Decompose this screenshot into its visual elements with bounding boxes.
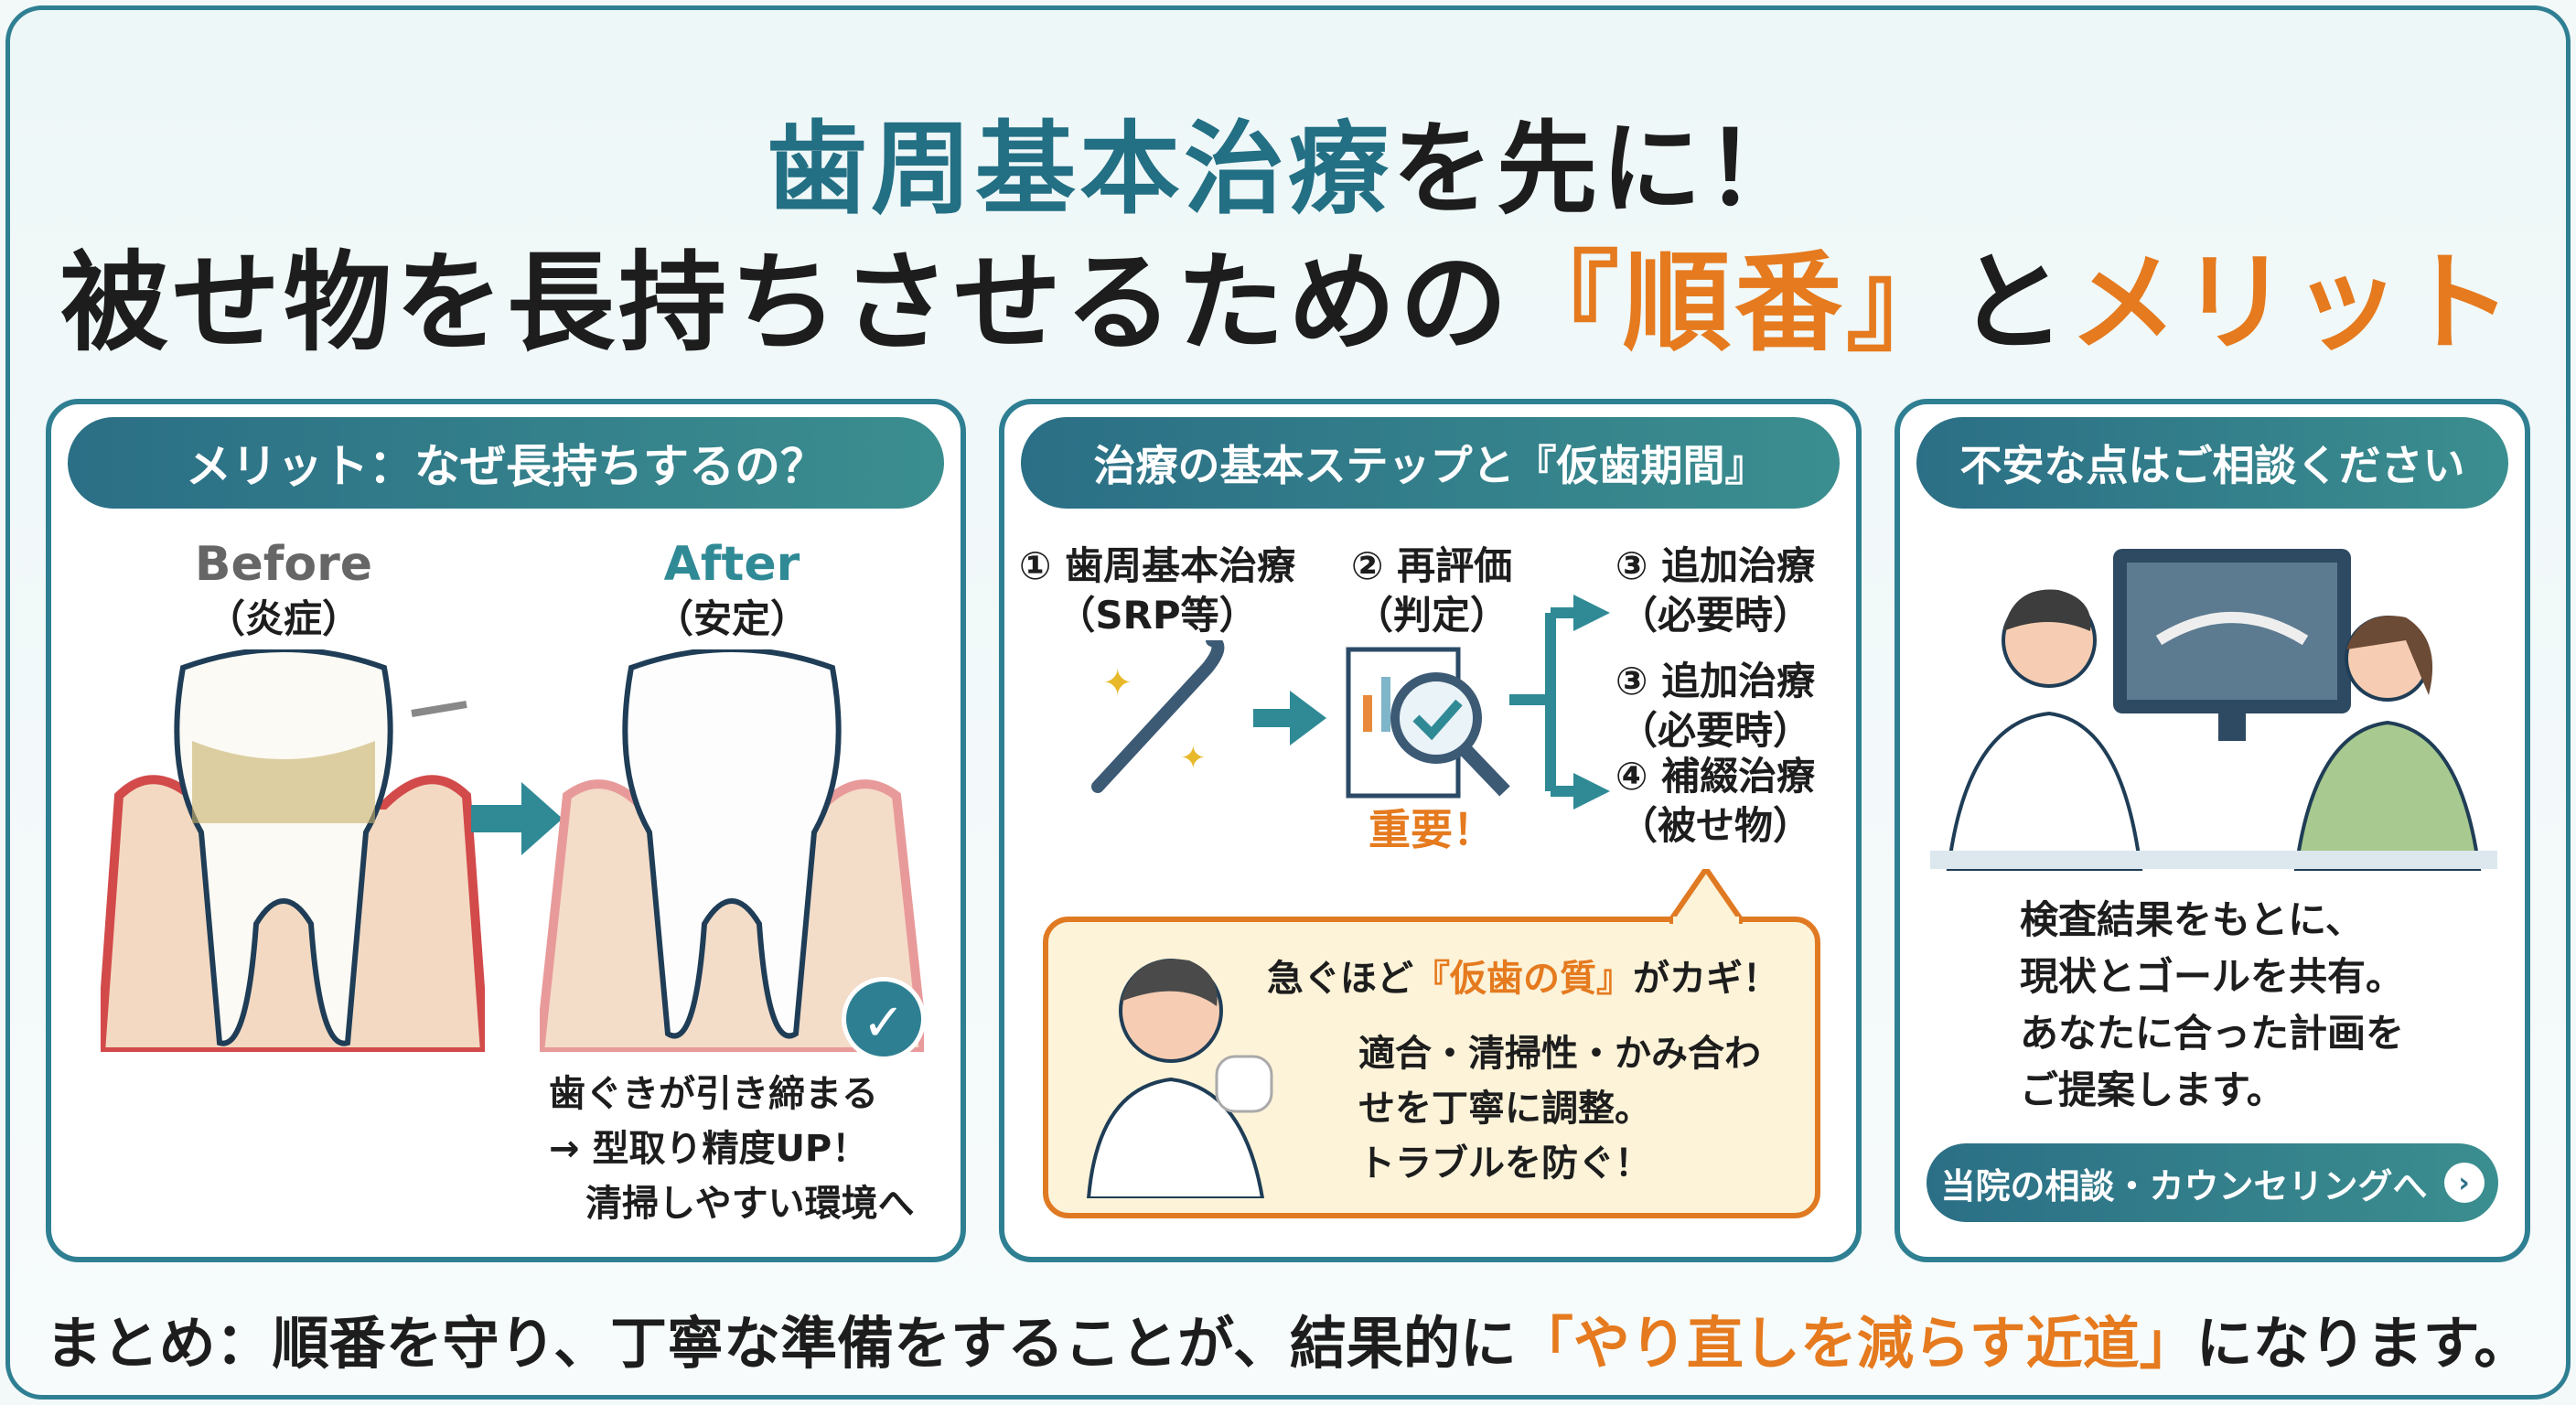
title-part: と — [1958, 240, 2070, 366]
callout-title-part: がカギ！ — [1633, 958, 1779, 1000]
step-title: ③ 追加治療 — [1615, 659, 1816, 703]
step-title: ③ 追加治療 — [1615, 543, 1816, 588]
branch-arrows — [1509, 595, 1610, 810]
summary-part: まとめ：順番を守り、丁寧な準備をすることが、結果的に — [45, 1310, 1517, 1377]
dental-scaler-icon: ✦✦ — [1091, 640, 1225, 793]
consultation-line: 現状とゴールを共有。 — [2020, 954, 2405, 999]
callout-title-highlight: 『仮歯の質』 — [1413, 958, 1633, 1000]
callout-title-part: 急ぐほど — [1267, 958, 1413, 1000]
healthy-tooth-illustration — [540, 649, 924, 1052]
step-4: ④ 補綴治療（被せ物） — [1610, 752, 1820, 851]
evaluation-magnifier-icon — [1346, 647, 1510, 799]
panel-merits: メリット：なぜ長持ちするの？ — [46, 399, 966, 1262]
step-title: ④ 補綴治療 — [1615, 754, 1816, 799]
counseling-button[interactable]: 当院の相談・カウンセリングへ › — [1927, 1143, 2498, 1222]
arrow-right-icon — [1253, 691, 1326, 745]
step-2: ② 再評価 （判定） — [1317, 542, 1546, 640]
summary-highlight: 「やり直しを減らす近道」 — [1516, 1310, 2196, 1377]
step-sub: （判定） — [1354, 593, 1508, 638]
callout-line: トラブルを防ぐ！ — [1358, 1142, 1651, 1185]
inflamed-tooth-illustration — [101, 649, 485, 1052]
callout-line: せを丁寧に調整。 — [1358, 1088, 1651, 1130]
merit-line: 歯ぐきが引き締まる — [549, 1073, 878, 1115]
step-title: ① 歯周基本治療 — [1018, 543, 1296, 588]
step-sub: （被せ物） — [1618, 803, 1811, 848]
panel-header: 治療の基本ステップと『仮歯期間』 — [1021, 417, 1840, 509]
title-part: 被せ物を長持ちさせるための — [59, 240, 1511, 366]
step-sub: （必要時） — [1618, 593, 1811, 638]
step-sub: （SRP等） — [1057, 593, 1258, 638]
before-sub: （炎症） — [206, 596, 360, 641]
consultation-line: あなたに合った計画を — [2020, 1011, 2405, 1056]
after-sub: （安定） — [654, 596, 809, 641]
consultation-line: 検査結果をもとに、 — [2020, 897, 2364, 942]
step-3: ③ 追加治療 （必要時） — [1610, 542, 1820, 640]
chevron-right-icon: › — [2443, 1163, 2485, 1203]
merit-line: 清掃しやすい環境へ — [585, 1183, 915, 1225]
step-1: ① 歯周基本治療 （SRP等） — [1015, 542, 1299, 640]
merit-text: 歯ぐきが引き締まる → 型取り精度UP！ 清掃しやすい環境へ — [549, 1067, 915, 1231]
title-merit: メリット — [2069, 240, 2517, 366]
callout-pointer — [1669, 869, 1743, 924]
svg-text:✦: ✦ — [1180, 740, 1207, 777]
svg-text:✦: ✦ — [1102, 662, 1133, 704]
merit-line: → 型取り精度UP！ — [549, 1128, 869, 1170]
check-icon: ✓ — [842, 977, 926, 1061]
callout-body: 適合・清掃性・かみ合わ せを丁寧に調整。 トラブルを防ぐ！ — [1358, 1026, 1761, 1191]
panel-header: 不安な点はご相談ください — [1916, 417, 2508, 509]
after-label: After — [663, 537, 800, 592]
consultation-line: ご提案します。 — [2020, 1067, 2285, 1112]
counseling-button-label: 当院の相談・カウンセリングへ — [1940, 1165, 2428, 1207]
summary-part: になります。 — [2195, 1310, 2531, 1377]
dentist-holding-crown-illustration — [1086, 959, 1273, 1198]
title-line-2: 被せ物を長持ちさせるための『順番』とメリット — [0, 215, 2576, 371]
summary: まとめ：順番を守り、丁寧な準備をすることが、結果的に「やり直しを減らす近道」にな… — [0, 1297, 2576, 1379]
callout-title: 急ぐほど『仮歯の質』がカギ！ — [1267, 951, 1779, 1006]
title-line-1: 歯周基本治療を先に！ — [0, 87, 2576, 233]
consultation-illustration — [1930, 549, 2497, 871]
title-highlight: 歯周基本治療 — [767, 111, 1392, 228]
consultation-text: 検査結果をもとに、 現状とゴールを共有。 あなたに合った計画を ご提案します。 — [2020, 892, 2404, 1119]
step-3-alt: ③ 追加治療 （必要時） — [1610, 657, 1820, 756]
step-sub: （必要時） — [1618, 708, 1811, 753]
important-label: 重要！ — [1368, 805, 1495, 854]
title-order: 『順番』 — [1510, 240, 1958, 366]
before-label: Before — [194, 537, 373, 592]
arrow-right-icon — [471, 782, 563, 855]
title-rest: を先に！ — [1392, 111, 1809, 228]
step-title: ② 再評価 — [1350, 543, 1513, 588]
panel-header: メリット：なぜ長持ちするの？ — [68, 417, 944, 509]
callout-line: 適合・清掃性・かみ合わ — [1358, 1033, 1761, 1075]
